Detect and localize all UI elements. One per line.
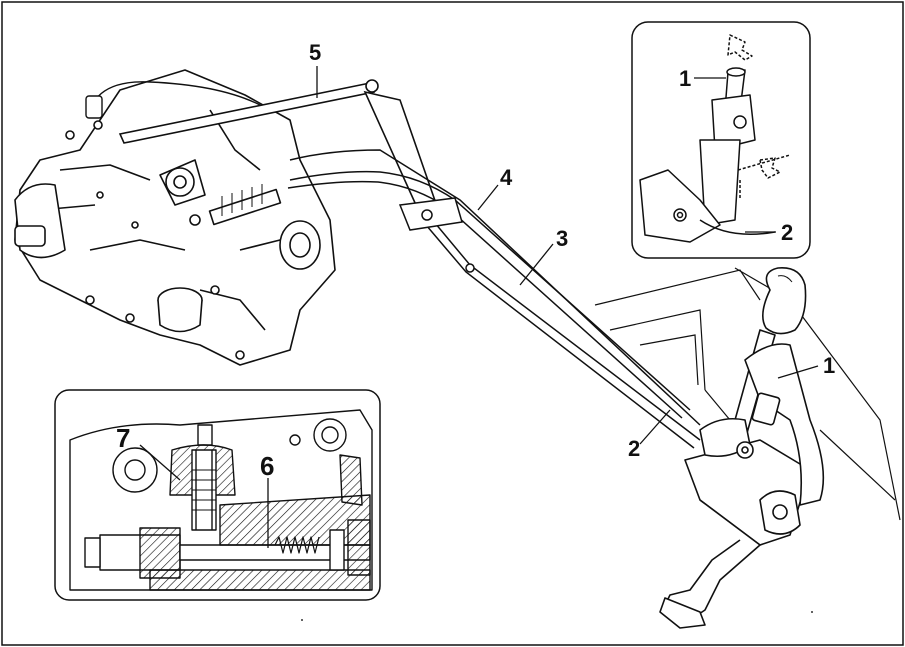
- sensor-wire: [94, 81, 261, 106]
- main-leaders: [316, 66, 819, 445]
- print-speck: [811, 611, 813, 613]
- callout-7: 7: [116, 423, 130, 453]
- console-outline: [594, 267, 901, 521]
- callout-5: 5: [309, 40, 321, 65]
- callout-6: 6: [260, 451, 274, 481]
- selector-rods: [287, 149, 701, 449]
- callout-2-inset: 2: [781, 220, 793, 245]
- print-speck: [301, 619, 303, 621]
- gear-shift-lever: [699, 267, 825, 506]
- inset-gearbox-section: [54, 389, 381, 601]
- callout-3: 3: [556, 226, 568, 251]
- lever-mounting-bracket: [659, 439, 811, 629]
- leader-4: [477, 184, 499, 211]
- inset-lever-base: [631, 21, 811, 259]
- callout-2-main: 2: [628, 436, 640, 461]
- gearbox-assembly: [14, 69, 336, 366]
- sensor-plug: [85, 95, 103, 119]
- leader-1-main: [777, 365, 819, 379]
- leader-2-main: [639, 409, 671, 445]
- leader-3: [519, 243, 554, 286]
- callout-1-inset: 1: [679, 66, 691, 91]
- callout-4: 4: [500, 165, 513, 190]
- leader-7: [139, 444, 181, 481]
- callout-1-main: 1: [823, 353, 835, 378]
